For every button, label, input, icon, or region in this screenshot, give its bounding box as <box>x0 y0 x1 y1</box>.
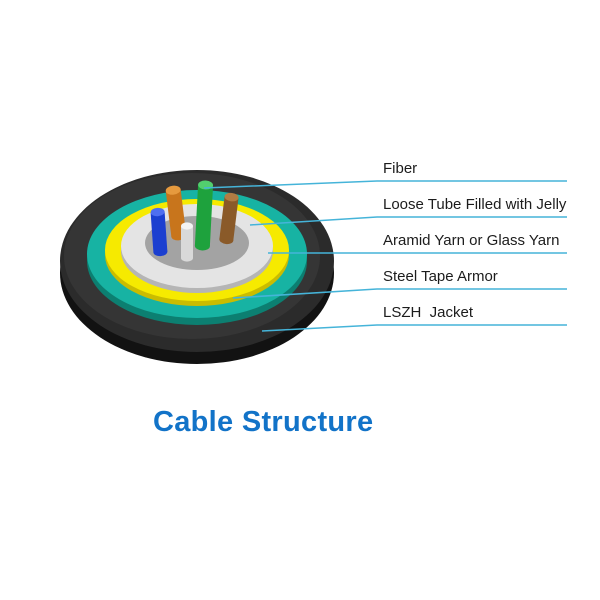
leader-line-steel-tape <box>232 288 567 299</box>
fiber-brown-body <box>219 196 239 241</box>
fiber-white <box>181 222 193 262</box>
fiber-blue-top <box>150 207 165 217</box>
leader-lines <box>203 180 567 332</box>
fiber-blue <box>150 207 168 257</box>
fiber-white-top <box>181 222 193 230</box>
leader-line-fiber <box>203 180 567 189</box>
label-lszh-jacket: LSZH Jacket <box>383 304 474 321</box>
fiber-orange-top <box>165 185 181 195</box>
fiber-brown-top <box>224 192 239 202</box>
label-steel-tape: Steel Tape Armor <box>383 268 498 285</box>
fiber-orange-body <box>165 189 187 237</box>
fiber-green-body <box>194 184 214 247</box>
fiber-brown <box>219 192 239 245</box>
fiber-white-body <box>181 226 193 258</box>
label-aramid-yarn: Aramid Yarn or Glass Yarn <box>383 232 560 249</box>
leader-line-loose-tube <box>249 216 567 226</box>
diagram-title: Cable Structure <box>153 406 374 438</box>
fiber-green <box>194 180 214 251</box>
leader-line-lszh-jacket <box>261 324 567 332</box>
label-loose-tube: Loose Tube Filled with Jelly <box>383 196 567 213</box>
label-fiber: Fiber <box>383 160 418 177</box>
fiber-blue-body <box>150 211 168 253</box>
